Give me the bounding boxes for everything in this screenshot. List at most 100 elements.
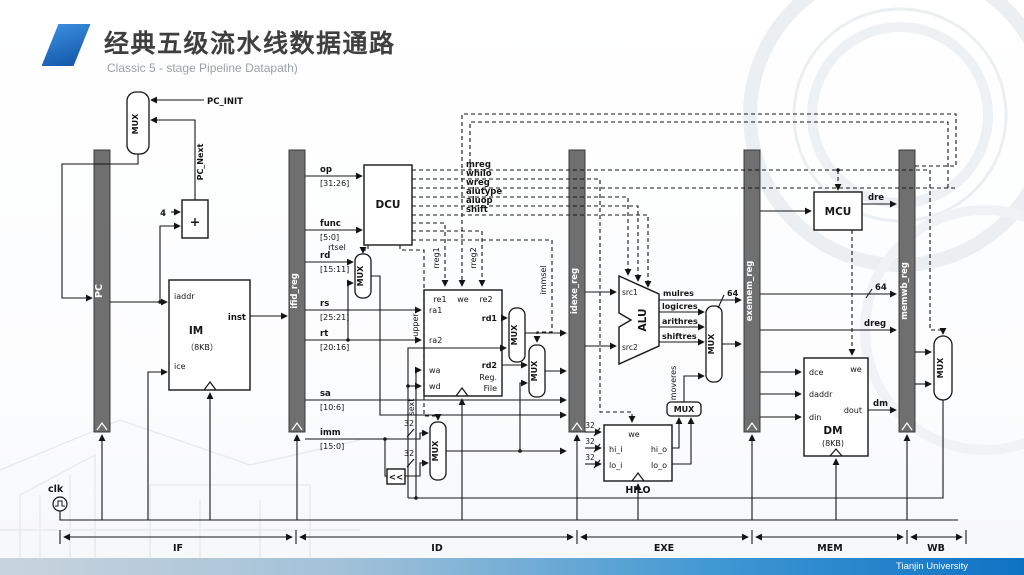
- field-sa-bits: [10:6]: [320, 403, 344, 412]
- regfile-ra1-label: ra1: [429, 306, 442, 315]
- university-name: Tianjin University: [896, 561, 968, 572]
- ctrl-aluop-label: aluop: [466, 196, 493, 206]
- field-rs-bits: [25:21]: [320, 313, 349, 322]
- dcu-block: [363, 164, 413, 246]
- rtsel-mux-label: MUX: [356, 265, 365, 286]
- rreg2-label: rreg2: [469, 247, 478, 268]
- ctrl-shift-label: shift: [466, 205, 488, 215]
- regfile-re2-label: re2: [479, 295, 492, 304]
- dcu-label: DCU: [376, 199, 401, 211]
- stage-label-mem: MEM: [817, 543, 842, 554]
- hilo-block: [603, 424, 673, 482]
- sext-label: sext: [407, 399, 416, 416]
- exemem-register-bar: [743, 149, 761, 433]
- const-four-label: 4: [160, 209, 166, 219]
- instruction-memory-block: [168, 279, 251, 391]
- im-inst-label: inst: [228, 313, 246, 323]
- memwb-register-bar: [898, 149, 916, 433]
- field-rs-label: rs: [320, 299, 329, 309]
- pipeline-datapath-diagram: IF ID EXE MEM WB PC_INIT MUX PC_Next 4 +…: [48, 91, 967, 554]
- hilo-hi-o-label: hi_o: [651, 445, 667, 454]
- pc-bar-label: PC: [94, 284, 105, 298]
- field-op-label: op: [320, 165, 332, 175]
- ctrl-alutype-label: alutype: [466, 187, 502, 197]
- pc-mux-label: MUX: [131, 113, 140, 134]
- hilo-we-label: we: [628, 430, 640, 439]
- fwd-mux1-label: MUX: [510, 324, 519, 345]
- hilo-lo-o-label: lo_o: [651, 461, 667, 470]
- shiftres-label: shiftres: [662, 332, 697, 341]
- dm-daddr-label: daddr: [809, 390, 833, 399]
- hilo-name-label: HILO: [625, 485, 650, 496]
- ctrl-wreg-label: wreg: [466, 178, 490, 188]
- stage-ruler: IF ID EXE MEM WB: [59, 530, 967, 554]
- idexe-register-bar: [568, 149, 586, 433]
- imm-shl-width: 32: [404, 449, 414, 458]
- result-mux-label: MUX: [707, 333, 716, 354]
- field-op-bits: [31:26]: [320, 179, 349, 188]
- memwb-bar-label: memwb_reg: [900, 262, 910, 320]
- im-size-label: （8KB）: [186, 343, 218, 352]
- im-iaddr-label: iaddr: [174, 292, 195, 301]
- idexe-bar-label: idexe_reg: [570, 268, 580, 314]
- alu-src2-label: src2: [622, 343, 638, 352]
- pc-register-bar: [93, 149, 111, 433]
- pc-next-label: PC_Next: [196, 143, 205, 180]
- shift-left-label: <<: [389, 473, 403, 483]
- move-mux-label: MUX: [674, 405, 695, 414]
- functional-blocks: [126, 91, 953, 485]
- clock-edge-notches-bars: [96, 421, 913, 431]
- dm-out-label: dm: [873, 399, 888, 409]
- regfile-name-line2: File: [484, 384, 497, 393]
- stage-label-id: ID: [431, 543, 443, 554]
- hilo-lo-i-label: lo_i: [609, 461, 622, 470]
- footer-bar: Tianjin University: [0, 558, 1024, 575]
- mulres-width: 64: [727, 289, 739, 298]
- wb-mux-label: MUX: [936, 357, 945, 378]
- moveres-label: moveres: [669, 366, 678, 401]
- mcu-block: [813, 191, 863, 231]
- rtsel-label: rtsel: [328, 243, 346, 252]
- immsel-label: immsel: [539, 265, 548, 294]
- mcu-label: MCU: [825, 206, 852, 218]
- regfile-wa-label: wa: [429, 366, 441, 375]
- pipeline-register-bars: [93, 149, 916, 433]
- alu-block: [618, 274, 660, 366]
- control-wires: [359, 113, 957, 423]
- field-rd-label: rd: [320, 251, 330, 261]
- pc-init-label: PC_INIT: [207, 97, 243, 107]
- arithres-label: arithres: [662, 317, 698, 326]
- alu-label: ALU: [637, 309, 649, 332]
- ifid-register-bar: [288, 149, 306, 433]
- diagram-labels: PC_INIT MUX PC_Next 4 + PC iaddr inst IM…: [48, 97, 945, 496]
- imm-mux-label: MUX: [431, 440, 440, 461]
- clk-label: clk: [48, 484, 64, 495]
- logicres-label: logicres: [662, 302, 698, 311]
- hilo-in-width-2: 32: [585, 437, 595, 446]
- field-imm-label: imm: [320, 428, 341, 438]
- dre-label: dre: [868, 193, 884, 203]
- hilo-in-width-1: 32: [585, 421, 595, 430]
- dm-we-label: we: [850, 365, 862, 374]
- field-imm-bits: [15:0]: [320, 442, 344, 451]
- ctrl-mreg-label: mreg: [466, 160, 491, 170]
- dm-din-label: din: [809, 413, 821, 422]
- stage-label-wb: WB: [927, 543, 945, 554]
- fwd-mux2-label: MUX: [530, 360, 539, 381]
- regfile-re1-label: re1: [433, 295, 446, 304]
- hilo-in-width-3: 32: [585, 453, 595, 462]
- hilo-hi-i-label: hi_i: [609, 445, 623, 454]
- regfile-we-label: we: [457, 295, 469, 304]
- regfile-ra2-label: ra2: [429, 336, 442, 345]
- slide-title: 经典五级流水线数据通路: [104, 30, 396, 58]
- data-memory-block: [803, 357, 869, 457]
- register-file-block: [423, 289, 503, 397]
- field-sa-label: sa: [320, 389, 331, 399]
- upper-label: upper: [411, 313, 420, 337]
- architecture-sketch-watermark: [0, 419, 361, 575]
- ctrl-whilo-label: whilo: [466, 169, 492, 179]
- clock-wires: [59, 392, 958, 521]
- regfile-name-line1: Reg.: [479, 373, 497, 382]
- stage-label-exe: EXE: [654, 543, 674, 554]
- slide-subtitle: Classic 5 - stage Pipeline Datapath): [107, 61, 298, 75]
